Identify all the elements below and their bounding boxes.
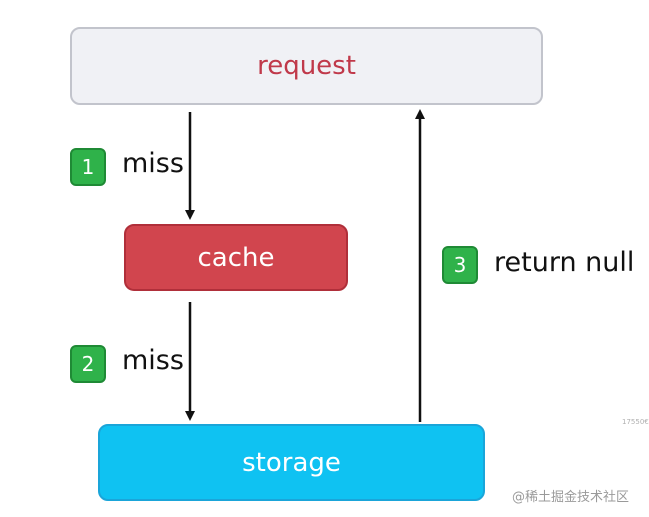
storage-node: storage — [98, 424, 485, 501]
request-node: request — [70, 27, 543, 105]
cache-node-label: cache — [197, 242, 275, 273]
request-node-label: request — [257, 51, 356, 81]
step-3-label: return null — [494, 247, 635, 278]
step-2-label: miss — [122, 345, 184, 376]
step-2-badge: 2 — [70, 345, 106, 383]
corner-mark: 17550€ — [622, 418, 649, 426]
step-1-label: miss — [122, 148, 184, 179]
storage-node-label: storage — [242, 447, 341, 478]
cache-node: cache — [124, 224, 348, 291]
step-1-badge: 1 — [70, 148, 106, 186]
step-3-badge: 3 — [442, 246, 478, 284]
watermark: @稀土掘金技术社区 — [512, 490, 630, 505]
